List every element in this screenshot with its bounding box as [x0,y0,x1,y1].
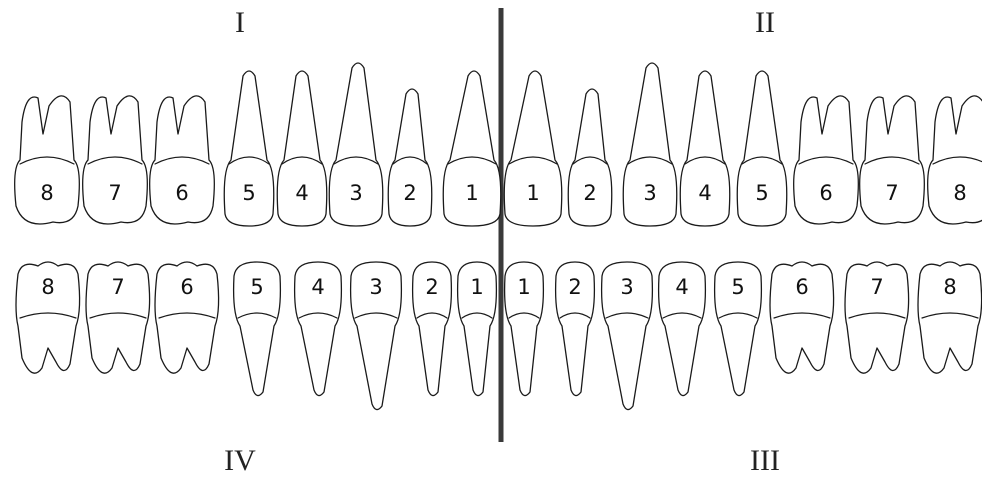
tooth-number: 7 [885,181,898,205]
upper-left-tooth-5: 5 [737,71,787,226]
upper-right-tooth-4: 4 [277,71,327,226]
lower-left-tooth-3: 3 [602,262,653,410]
lower-left-tooth-7: 7 [845,262,909,373]
upper-left-tooth-8: 8 [928,96,982,224]
quadrant-label-upper-left: II [755,6,775,39]
upper-left-tooth-2: 2 [568,89,612,226]
tooth-number: 2 [425,275,438,299]
lower-right-tooth-6: 6 [155,262,219,373]
upper-left-tooth-4: 4 [680,71,730,226]
tooth-number: 8 [943,275,956,299]
lower-left-tooth-4: 4 [659,262,706,396]
lower-right-tooth-3: 3 [351,262,402,410]
upper-right-tooth-6: 6 [150,96,215,224]
tooth-number: 3 [369,275,382,299]
tooth-number: 4 [295,181,308,205]
lower-right-tooth-5: 5 [234,262,281,396]
tooth-number: 3 [643,181,656,205]
tooth-number: 7 [111,275,124,299]
lower-right-quadrant: 8 7 6 5 4 3 2 1 [16,262,496,410]
upper-right-tooth-8: 8 [15,96,80,224]
upper-left-tooth-6: 6 [794,96,859,224]
lower-left-tooth-2: 2 [556,262,595,396]
tooth-number: 6 [180,275,193,299]
upper-left-tooth-1: 1 [504,71,562,226]
tooth-number: 1 [465,181,478,205]
upper-left-tooth-7: 7 [860,96,925,224]
lower-left-tooth-8: 8 [918,262,982,373]
tooth-number: 5 [242,181,255,205]
lower-right-tooth-8: 8 [16,262,80,373]
tooth-number: 6 [795,275,808,299]
upper-right-tooth-3: 3 [329,63,383,226]
lower-left-tooth-5: 5 [715,262,762,396]
tooth-number: 4 [311,275,324,299]
tooth-number: 7 [108,181,121,205]
lower-left-tooth-6: 6 [770,262,834,373]
tooth-number: 1 [526,181,539,205]
lower-left-tooth-1: 1 [505,262,544,396]
tooth-number: 8 [953,181,966,205]
tooth-number: 5 [755,181,768,205]
lower-left-quadrant: 1 2 3 4 5 6 7 8 [505,262,982,410]
lower-right-tooth-1: 1 [458,262,497,396]
quadrant-label-upper-right: I [235,6,245,39]
quadrant-label-lower-right: IV [224,444,256,477]
upper-right-quadrant: 8 7 6 5 4 3 2 1 [15,63,501,226]
tooth-number: 2 [583,181,596,205]
upper-left-quadrant: 1 2 3 4 5 6 7 8 [504,63,982,226]
tooth-number: 8 [40,181,53,205]
tooth-number: 4 [675,275,688,299]
tooth-number: 6 [175,181,188,205]
tooth-number: 2 [568,275,581,299]
lower-right-tooth-4: 4 [295,262,342,396]
lower-right-tooth-2: 2 [413,262,452,396]
lower-right-tooth-7: 7 [86,262,150,373]
quadrant-label-lower-left: III [750,444,780,477]
tooth-number: 1 [470,275,483,299]
upper-right-tooth-5: 5 [224,71,274,226]
tooth-number: 4 [698,181,711,205]
tooth-number: 3 [349,181,362,205]
tooth-number: 5 [731,275,744,299]
upper-right-tooth-1: 1 [443,71,501,226]
tooth-number: 8 [41,275,54,299]
upper-left-tooth-3: 3 [623,63,677,226]
tooth-number: 5 [250,275,263,299]
tooth-number: 7 [870,275,883,299]
upper-right-tooth-2: 2 [388,89,432,226]
tooth-number: 3 [620,275,633,299]
upper-right-tooth-7: 7 [83,96,148,224]
tooth-number: 1 [517,275,530,299]
tooth-number: 2 [403,181,416,205]
tooth-number: 6 [819,181,832,205]
